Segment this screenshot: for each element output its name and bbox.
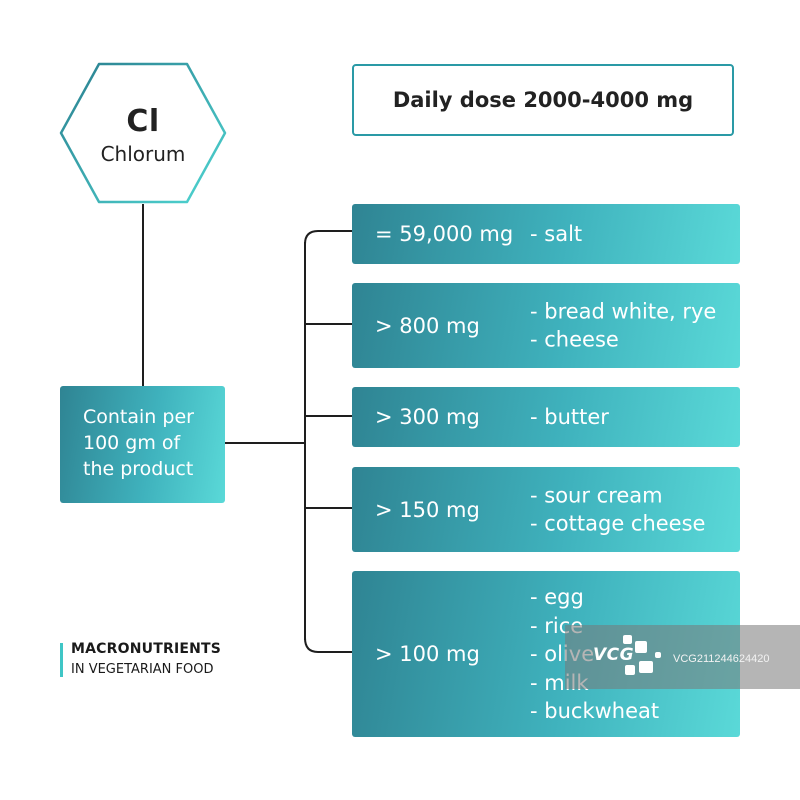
food-item: - cottage cheese xyxy=(530,511,706,536)
content-row: = 59,000 mg - salt xyxy=(352,204,740,264)
content-row: > 800 mg - bread white, rye - cheese xyxy=(352,283,740,368)
watermark-brand: VCG xyxy=(593,645,635,665)
connector-hex-to-source xyxy=(142,204,144,386)
watermark-logo-icon xyxy=(655,652,661,658)
row-foods: - butter xyxy=(530,403,609,432)
food-item: - sour cream xyxy=(530,483,663,507)
element-symbol: Cl xyxy=(126,104,160,139)
food-item: - buckwheat xyxy=(530,698,660,723)
row-amount: > 800 mg xyxy=(375,313,480,338)
row-amount: > 100 mg xyxy=(375,642,480,666)
watermark-logo-icon xyxy=(625,665,635,675)
connector-source-to-trunk xyxy=(225,442,305,444)
caption-subtitle: IN VEGETARIAN FOOD xyxy=(71,662,214,677)
watermark-logo-icon xyxy=(635,641,647,653)
daily-dose-box: Daily dose 2000-4000 mg xyxy=(352,64,734,136)
connector-branch-row-4 xyxy=(305,507,352,509)
daily-dose-label: Daily dose 2000-4000 mg xyxy=(392,88,694,112)
food-item: - salt xyxy=(530,221,583,246)
watermark-logo-icon xyxy=(623,635,632,644)
connector-trunk-bottom-curve xyxy=(304,638,352,653)
row-amount: > 300 mg xyxy=(375,405,480,429)
element-hexagon xyxy=(59,62,227,204)
connector-branch-row-3 xyxy=(305,415,352,417)
watermark: VCG VCG211244624420 xyxy=(565,625,800,689)
food-item: - bread white, rye xyxy=(530,299,717,323)
source-label: Contain per 100 gm of the product xyxy=(83,406,194,480)
content-row: > 300 mg - butter xyxy=(352,387,740,447)
connector-branch-row-2 xyxy=(305,323,352,325)
row-foods: - salt xyxy=(530,220,582,249)
food-item: - butter xyxy=(530,404,609,429)
row-foods: - sour cream - cottage cheese xyxy=(530,481,705,538)
caption-title: MACRONUTRIENTS xyxy=(71,641,222,657)
element-name: Chlorum xyxy=(100,142,186,166)
content-row: > 150 mg - sour cream - cottage cheese xyxy=(352,467,740,552)
caption-accent-bar xyxy=(60,643,63,677)
row-foods: - bread white, rye - cheese xyxy=(530,297,716,354)
source-box: Contain per 100 gm of the product xyxy=(60,386,225,503)
row-amount: > 150 mg xyxy=(375,497,480,522)
food-item: - cheese xyxy=(530,327,619,352)
food-item: - egg xyxy=(530,584,584,609)
row-amount: = 59,000 mg xyxy=(375,222,514,246)
connector-trunk-top-curve xyxy=(304,230,352,244)
connector-trunk xyxy=(304,242,306,640)
watermark-id: VCG211244624420 xyxy=(673,653,770,665)
watermark-logo-icon xyxy=(639,661,653,673)
